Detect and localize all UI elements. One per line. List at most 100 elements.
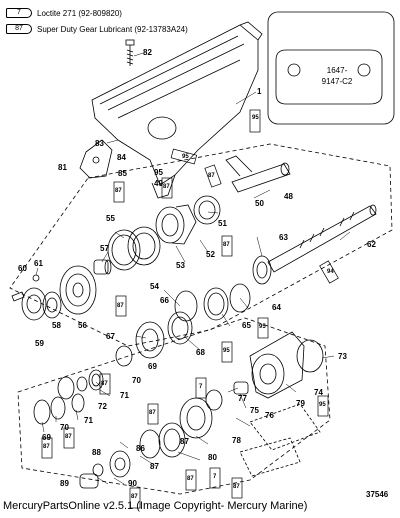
bearing-68 — [167, 311, 193, 345]
callout-72: 72 — [98, 402, 107, 411]
callout-48: 48 — [284, 192, 293, 201]
gear-88 — [109, 450, 131, 478]
bearing-64 — [203, 287, 229, 321]
callout-62: 62 — [367, 240, 376, 249]
bearing-76 — [233, 381, 249, 395]
lube-tag: 87 — [131, 494, 138, 500]
lube-tag: 87 — [117, 303, 124, 309]
callout-81: 81 — [58, 163, 67, 172]
lube-tube-shapes — [41, 109, 339, 509]
callout-51: 51 — [218, 219, 227, 228]
callout-54: 54 — [150, 282, 159, 291]
spring-61 — [32, 274, 40, 282]
copyright-footer: MercuryPartsOnline v2.5.1 (Image Copyrig… — [3, 500, 308, 512]
bearing-89 — [79, 473, 99, 489]
bearing-58 — [42, 291, 62, 319]
assembly-outline-upper — [9, 143, 393, 347]
callout-52: 52 — [206, 250, 215, 259]
ring-71-lower — [71, 393, 85, 413]
callout-58: 58 — [52, 321, 61, 330]
lube-tag: 94 — [327, 269, 334, 275]
shift-shaft — [225, 155, 291, 193]
callout-85: 85 — [118, 169, 127, 178]
callout-53: 53 — [176, 261, 185, 270]
driveshaft-62 — [252, 204, 377, 285]
lube-tag: 95 — [252, 115, 259, 121]
gear-67 — [135, 321, 165, 359]
callout-69: 69 — [148, 362, 157, 371]
pinion-gear-53 — [155, 204, 197, 245]
seal-73 — [296, 339, 324, 373]
lube-tag: 87 — [101, 381, 108, 387]
callout-87: 87 — [150, 462, 159, 471]
washer-69-lower — [33, 399, 51, 425]
callout-57: 57 — [100, 244, 109, 253]
callout-71: 71 — [120, 391, 129, 400]
lube-tag: 95 — [223, 348, 230, 354]
callout-79: 79 — [296, 399, 305, 408]
legend-label: Super Duty Gear Lubricant (92-13783A24) — [37, 24, 188, 34]
lube-tube-icon: 7 — [6, 8, 32, 18]
callout-65: 65 — [242, 321, 251, 330]
callout-1: 1 — [257, 87, 262, 96]
callout-67: 67 — [106, 332, 115, 341]
lube-tag: 87 — [43, 444, 50, 450]
lube-tag: 95 — [259, 324, 266, 330]
lube-tag: 95 — [319, 402, 326, 408]
callout-64: 64 — [272, 303, 281, 312]
callout-75: 75 — [250, 406, 259, 415]
callout-69: 69 — [42, 433, 51, 442]
ring-71-upper — [76, 376, 88, 392]
lube-tube-icon: 87 — [6, 24, 32, 34]
callout-78: 78 — [232, 436, 241, 445]
washer-77 — [205, 389, 223, 411]
callout-71: 71 — [84, 416, 93, 425]
callout-83: 83 — [95, 139, 104, 148]
callout-74: 74 — [314, 388, 323, 397]
seal-70-upper — [57, 376, 75, 400]
lube-tag: 95 — [182, 154, 189, 160]
lube-tag: 87 — [223, 242, 230, 248]
lube-tag: 87 — [163, 184, 170, 190]
callout-55: 55 — [106, 214, 115, 223]
drawing-number: 37546 — [366, 490, 389, 499]
callout-89: 89 — [60, 479, 69, 488]
bearing-59 — [21, 287, 47, 321]
spacer-90 — [92, 463, 104, 477]
callout-88: 88 — [92, 448, 101, 457]
callout-70: 70 — [132, 376, 141, 385]
small-dashed-box — [239, 403, 321, 477]
sleeve-57 — [93, 259, 112, 275]
bearing-51 — [193, 195, 221, 225]
bearing-80 — [158, 422, 186, 458]
bearing-carrier-74 — [249, 331, 305, 399]
bolt-82 — [125, 39, 135, 66]
inset-line-2: 9147-C2 — [321, 77, 353, 86]
callout-56: 56 — [78, 321, 87, 330]
callout-63: 63 — [279, 233, 288, 242]
seal-70-lower — [50, 396, 66, 420]
lube-tag: 87 — [233, 484, 240, 490]
race-86 — [139, 429, 161, 459]
lube-tag: 87 — [115, 188, 122, 194]
washer-69-upper — [115, 345, 133, 367]
callout-70: 70 — [60, 423, 69, 432]
legend-label: Loctite 271 (92-809820) — [37, 8, 122, 18]
lube-tag: 87 — [208, 173, 215, 179]
inset-view — [267, 11, 395, 125]
inset-part-number: 1647- 9147-C2 — [307, 65, 367, 87]
callout-59: 59 — [35, 339, 44, 348]
callout-95: 95 — [154, 168, 163, 177]
lube-tag: 87 — [149, 410, 156, 416]
shim-66 — [174, 290, 198, 322]
callout-49: 49 — [154, 179, 163, 188]
callout-90: 90 — [128, 479, 137, 488]
leader-lines — [35, 52, 351, 485]
callout-82: 82 — [143, 48, 152, 57]
inset-line-1: 1647- — [326, 66, 348, 75]
gearcase-housing — [91, 21, 263, 199]
callout-60: 60 — [18, 264, 27, 273]
callout-61: 61 — [34, 259, 43, 268]
lube-tag: 87 — [65, 434, 72, 440]
